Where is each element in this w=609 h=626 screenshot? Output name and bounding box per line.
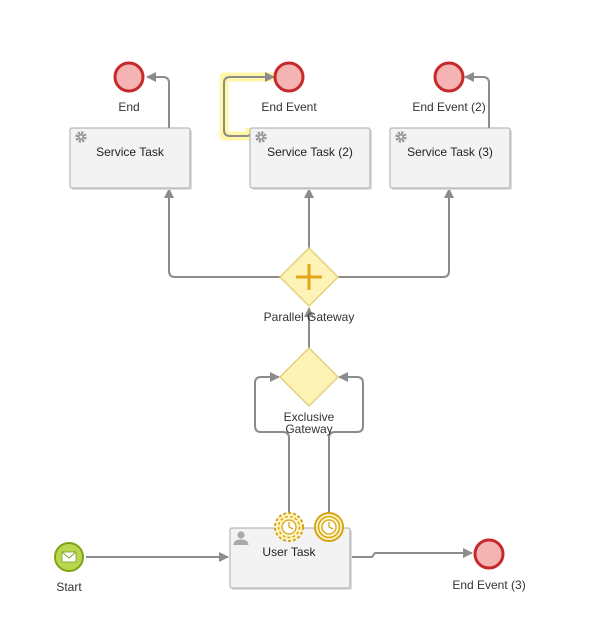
end-event[interactable]: End Event (261, 61, 317, 114)
end-label: End (118, 100, 139, 114)
flow-parallel-to-service-task-3[interactable] (338, 188, 454, 278)
user-task-label: User Task (262, 545, 316, 559)
exclusive-gateway[interactable]: Exclusive Gateway (278, 346, 340, 436)
clock-icon (281, 519, 297, 535)
flow-service-task-to-end[interactable] (146, 72, 170, 128)
end-event-2-label: End Event (2) (412, 100, 485, 114)
envelope-icon (61, 551, 77, 563)
sequence-flows (86, 72, 490, 562)
exclusive-gateway-label-line2: Gateway (285, 422, 332, 436)
end-event-end[interactable]: End (113, 61, 145, 114)
boundary-timer-non-interrupting[interactable] (314, 512, 344, 542)
plus-icon (296, 264, 322, 290)
gear-icon (255, 131, 267, 143)
end-event-2[interactable]: End Event (2) (412, 61, 486, 114)
clock-icon (321, 519, 337, 535)
exclusive-gateway-label-line1: Exclusive (284, 410, 335, 424)
gear-icon (75, 131, 87, 143)
flow-parallel-to-service-task[interactable] (164, 188, 280, 278)
start-label: Start (56, 580, 82, 594)
parallel-gateway-label: Parallel Gateway (264, 310, 355, 324)
service-task[interactable]: Service Task (69, 127, 192, 190)
service-task-3-label: Service Task (3) (407, 145, 493, 159)
parallel-gateway[interactable]: Parallel Gateway (264, 246, 355, 324)
end-event-3[interactable]: End Event (3) (452, 538, 526, 592)
end-event-label: End Event (261, 100, 317, 114)
flow-service-task-2-to-end-event[interactable] (223, 72, 275, 137)
flow-service-task-3-to-end-event-2[interactable] (464, 72, 490, 128)
user-icon (233, 531, 249, 545)
end-event-3-label: End Event (3) (452, 578, 525, 592)
flow-timer-2-to-exclusive[interactable] (328, 372, 364, 512)
service-task-2-label: Service Task (2) (267, 145, 353, 159)
gear-icon (395, 131, 407, 143)
service-task-3[interactable]: Service Task (3) (389, 127, 512, 190)
flow-user-task-to-end-event-3[interactable] (350, 548, 473, 558)
start-event[interactable]: Start (54, 542, 84, 594)
boundary-timer-interrupting[interactable] (274, 512, 304, 542)
service-task-label: Service Task (96, 145, 165, 159)
service-task-2[interactable]: Service Task (2) (249, 127, 372, 190)
flow-timer-to-exclusive[interactable] (254, 372, 290, 512)
